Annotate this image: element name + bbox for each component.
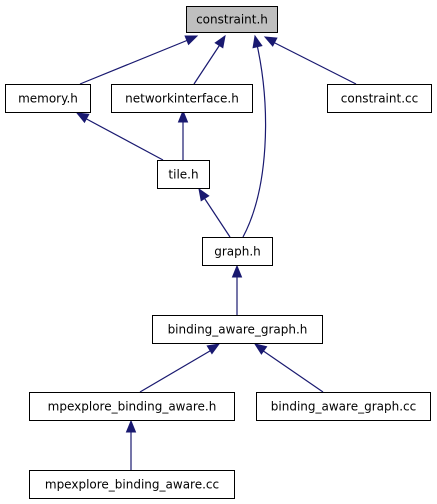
edge-networkinterface_h-to-constraint_h (193, 34, 226, 85)
edge-tile_h-to-memory_h (75, 112, 164, 161)
node-binding-aware-graph-cc[interactable]: binding_aware_graph.cc (256, 392, 431, 421)
node-graph-h[interactable]: graph.h (202, 237, 273, 266)
arrowhead-icon (177, 109, 189, 123)
node-box[interactable] (152, 315, 323, 344)
arrowhead-icon (184, 35, 199, 46)
edge-line (242, 39, 267, 238)
node-label[interactable]: binding_aware_graph.h (168, 323, 308, 337)
arrowhead-icon (198, 187, 210, 202)
node-mpexplore-binding-aware-h[interactable]: mpexplore_binding_aware.h (29, 392, 235, 421)
node-constraint-h[interactable]: constraint.h (186, 6, 278, 33)
edge-memory_h-to-constraint_h (79, 35, 199, 85)
node-box[interactable] (29, 470, 235, 499)
node-box[interactable] (111, 84, 253, 113)
edge-graph_h-to-tile_h (198, 187, 231, 238)
node-label[interactable]: constraint.cc (341, 92, 418, 106)
node-box[interactable] (256, 392, 431, 421)
node-label[interactable]: tile.h (168, 168, 198, 182)
arrowhead-icon (253, 343, 268, 355)
arrowhead-icon (231, 264, 243, 278)
node-box[interactable] (327, 84, 432, 113)
node-label[interactable]: mpexplore_binding_aware.cc (45, 478, 219, 492)
arrowhead-icon (263, 36, 278, 47)
node-tile-h[interactable]: tile.h (157, 160, 210, 189)
edge-line (79, 37, 194, 85)
nodes-layer: constraint.h memory.h networkinterface.h co… (5, 6, 432, 499)
node-box[interactable] (157, 160, 210, 189)
edge-binding_aware_graph_h-to-graph_h (231, 264, 243, 315)
edge-line (268, 39, 357, 85)
node-label[interactable]: mpexplore_binding_aware.h (48, 400, 217, 414)
arrowhead-icon (125, 419, 137, 433)
node-binding-aware-graph-h[interactable]: binding_aware_graph.h (152, 315, 323, 344)
node-networkinterface-h[interactable]: networkinterface.h (111, 84, 253, 113)
node-box[interactable] (5, 84, 91, 113)
edge-binding_aware_graph_cc-to-binding_aware_graph_h (253, 343, 324, 393)
node-label[interactable]: networkinterface.h (125, 92, 239, 106)
edge-line (258, 347, 324, 393)
node-box[interactable] (186, 6, 278, 33)
node-constraint-cc[interactable]: constraint.cc (327, 84, 432, 113)
edge-line (139, 347, 216, 393)
node-mpexplore-binding-aware-cc[interactable]: mpexplore_binding_aware.cc (29, 470, 235, 499)
arrowhead-icon (252, 34, 263, 49)
edge-constraint_cc-to-constraint_h (263, 36, 357, 85)
node-label[interactable]: graph.h (214, 245, 261, 259)
node-box[interactable] (202, 237, 273, 266)
node-memory-h[interactable]: memory.h (5, 84, 91, 113)
arrowhead-icon (75, 112, 90, 124)
arrowhead-icon (206, 343, 221, 355)
edge-mpexplore_binding_aware_cc-to-mpexplore_binding_aware_h (125, 419, 137, 470)
arrowhead-icon (214, 34, 226, 49)
edge-line (80, 115, 164, 161)
edge-line (193, 39, 224, 85)
node-label[interactable]: binding_aware_graph.cc (271, 400, 416, 414)
edges-layer (75, 34, 357, 470)
node-box[interactable] (29, 392, 235, 421)
node-label[interactable]: constraint.h (196, 13, 268, 27)
edge-graph_h-to-constraint_h (242, 34, 267, 238)
node-label[interactable]: memory.h (18, 92, 78, 106)
edge-mpexplore_binding_aware_h-to-binding_aware_graph_h (139, 343, 221, 393)
edge-tile_h-to-networkinterface_h (177, 109, 189, 160)
edge-line (200, 192, 231, 238)
